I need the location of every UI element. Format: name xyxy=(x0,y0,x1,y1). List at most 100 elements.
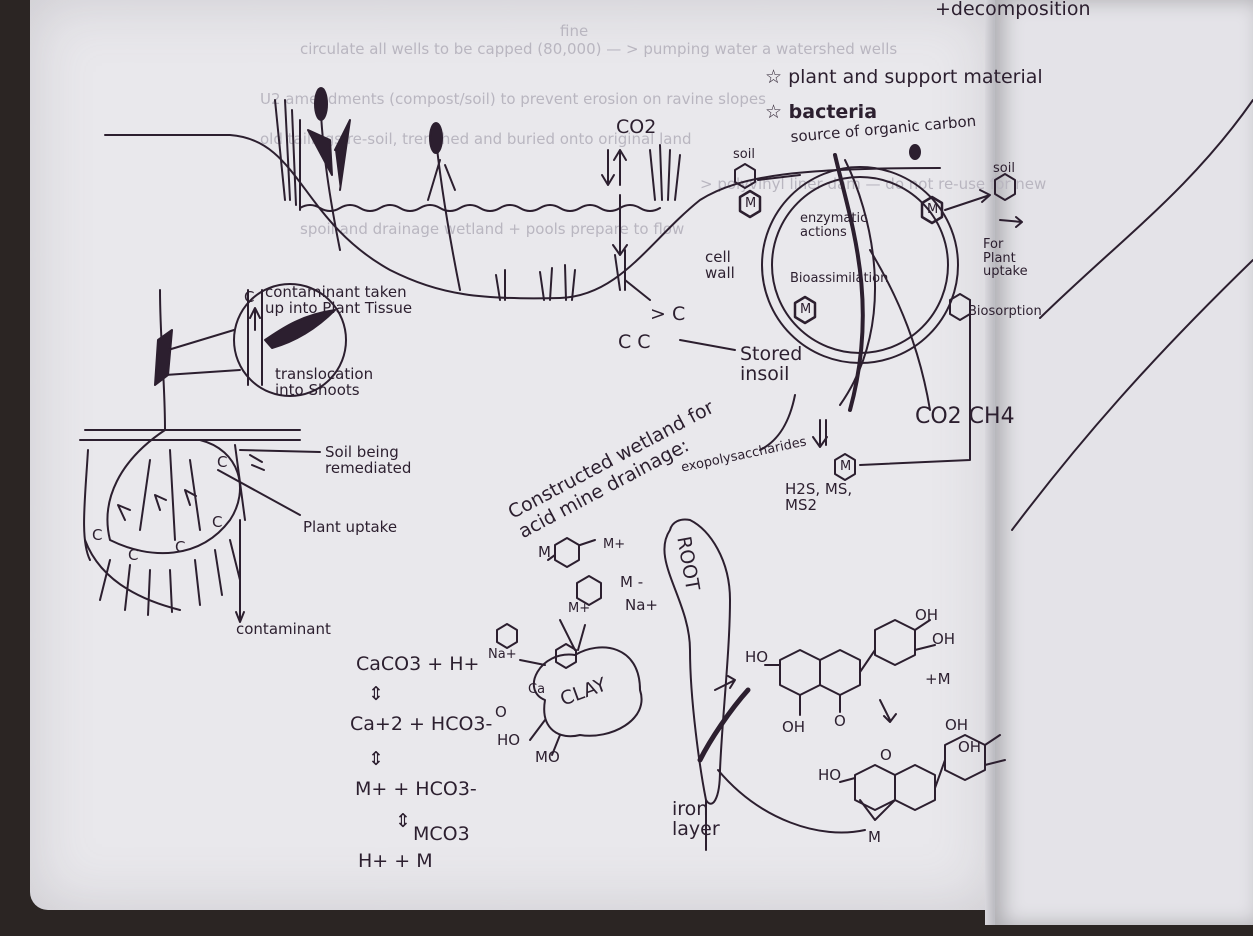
biosorption-label: Biosorption xyxy=(968,305,1042,319)
flav1-ring-a xyxy=(780,650,820,695)
hexagon-biosorption xyxy=(950,294,970,320)
magnify-line-2 xyxy=(165,370,240,375)
flav2-oh-1-label: OH xyxy=(945,718,968,734)
hexagon-soil-left xyxy=(735,164,755,188)
flav1-plus-m-label: +M xyxy=(925,672,951,688)
m-plus-top-label: M+ xyxy=(603,538,625,552)
plant-material-text: plant and support material xyxy=(788,66,1043,88)
bacteria-text: bacteria xyxy=(789,101,877,123)
leader-soil-remediated xyxy=(240,450,320,452)
ho-clay-label: HO xyxy=(497,733,520,749)
m-minus-label: M - xyxy=(620,575,643,591)
o-label: O xyxy=(495,705,507,721)
translocation-arrow xyxy=(250,308,260,330)
c-pair-label: C C xyxy=(618,333,651,353)
flav2-o-label: O xyxy=(880,748,892,764)
cell-wall-label: cell wall xyxy=(705,250,755,282)
eq-calcium-bicarbonate: Ca+2 + HCO3- xyxy=(350,715,492,735)
flav2-ho-label: HO xyxy=(818,768,841,784)
eq-metal-bicarbonate: M+ + HCO3- xyxy=(355,780,477,800)
magnify-line-1 xyxy=(168,330,234,350)
right-page-curve-2 xyxy=(1012,260,1253,530)
organic-carbon-dot xyxy=(910,145,920,159)
leader-plant-uptake xyxy=(218,470,300,515)
soil-left-label: soil xyxy=(733,148,755,162)
m-plus-clay-label: M+ xyxy=(568,602,590,616)
ca-label: Ca xyxy=(528,683,545,697)
flav2-m-label: M xyxy=(868,830,881,846)
right-page-curve-1 xyxy=(1040,100,1253,318)
soil-right-label: soil xyxy=(993,162,1015,176)
cattail-leaves-1 xyxy=(308,120,350,190)
c-root-4-label: C xyxy=(212,515,222,531)
for-plant-uptake-label: For Plant uptake xyxy=(983,238,1028,279)
enzymatic-actions-label: enzymatic actions xyxy=(800,212,880,239)
metal-hex-left: M xyxy=(745,197,756,211)
star-plant-material: ☆ plant and support material xyxy=(765,68,1043,88)
flav2-ring-c xyxy=(895,765,935,810)
co2-top-label: CO2 xyxy=(616,118,656,138)
flav1-oh-bottom-label: OH xyxy=(782,720,805,736)
grass-bottom-2 xyxy=(615,250,625,290)
bioassimilation-label: Bioassimilation xyxy=(790,272,888,286)
co2-ch4-label: CO2 CH4 xyxy=(915,405,1015,428)
grass-left xyxy=(275,100,300,210)
c-in-stem-label: C xyxy=(244,290,254,306)
eq-metal-carbonate: MCO3 xyxy=(413,825,470,845)
plant-uptake-label: Plant uptake xyxy=(303,520,397,536)
metal-hex-bottom: M xyxy=(840,460,851,474)
contaminant-taken-up-label: contaminant taken up into Plant Tissue xyxy=(265,285,415,317)
metal-hex-center: M xyxy=(800,303,811,317)
metal-hex-right: M xyxy=(927,203,938,217)
soil-hatching xyxy=(250,455,264,470)
decomposition-label: +decomposition xyxy=(935,0,1091,20)
clay-bond-na xyxy=(520,660,545,665)
c-root-2-label: C xyxy=(128,548,138,564)
plant-leaf-left xyxy=(155,330,172,385)
flav1-oh-2-label: OH xyxy=(932,632,955,648)
line-co2-to-sulfide xyxy=(860,300,970,465)
eq-products: H+ + M xyxy=(358,852,433,872)
c-root-1-label: C xyxy=(92,528,102,544)
flav2-oh-2-label: OH xyxy=(958,740,981,756)
reaction-arrow xyxy=(880,700,896,722)
translocation-label: translocation into Shoots xyxy=(275,367,395,399)
hexagon-na xyxy=(497,624,517,648)
down-arrow-sediment xyxy=(613,195,627,255)
mo-clay-label: MO xyxy=(535,750,560,766)
cattail-head-2 xyxy=(430,123,442,153)
eq-arrow-1: ⇕ xyxy=(368,685,384,705)
double-arrow-down xyxy=(813,420,827,447)
flav2-ring-a xyxy=(855,765,895,810)
flav1-ring-c xyxy=(820,650,860,695)
m-ring-label: M xyxy=(538,545,551,561)
contaminant-bottom-label: contaminant xyxy=(236,622,331,638)
soil-surface-line xyxy=(80,430,300,440)
hexagon-soil-right xyxy=(995,174,1015,200)
co2-down-arrow xyxy=(602,150,614,185)
co2-up-arrow xyxy=(614,150,626,185)
flav1-ho-label: HO xyxy=(745,650,768,666)
water-surface xyxy=(300,205,660,211)
c-in-soil-label: C xyxy=(217,455,227,471)
hexagon-m-ring-1 xyxy=(555,538,579,567)
leader-stored-soil xyxy=(680,340,735,350)
grass-bottom xyxy=(496,265,575,300)
eq-arrow-3: ⇕ xyxy=(395,812,411,832)
flav1-bonds xyxy=(765,620,935,715)
uptake-arrows xyxy=(118,490,196,520)
stored-in-soil-label: Stored insoil xyxy=(740,345,810,385)
eq-calcium-carbonate: CaCO3 + H+ xyxy=(356,655,479,675)
sulfides-label: H2S, MS, MS2 xyxy=(785,482,875,514)
soil-remediated-label: Soil being remediated xyxy=(325,445,445,477)
c-root-3-label: C xyxy=(175,540,185,556)
eq-arrow-2: ⇕ xyxy=(368,750,384,770)
root-hairs xyxy=(85,540,240,615)
star-bacteria: ☆ bacteria xyxy=(765,103,877,123)
iron-layer-label: iron layer xyxy=(672,800,742,840)
arrow-to-c xyxy=(625,280,650,300)
flav1-ring-b xyxy=(875,620,915,665)
cattail-head-1 xyxy=(315,88,327,120)
arrow-plant-uptake xyxy=(1000,217,1022,227)
